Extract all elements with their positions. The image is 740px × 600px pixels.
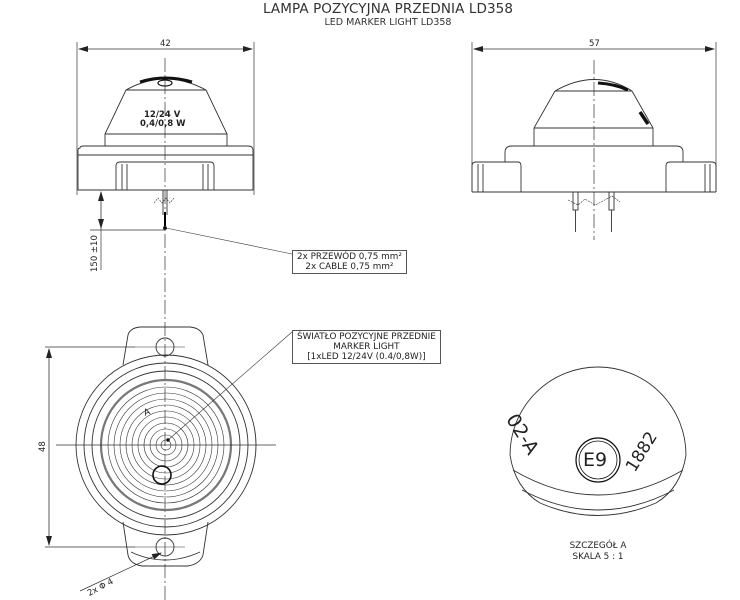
front-view bbox=[76, 42, 293, 600]
cable-note: 2x PRZEWÓD 0,75 mm² 2x CABLE 0,75 mm² bbox=[292, 250, 407, 274]
detail-a-label: SZCZEGÓŁ A SKALA 5 : 1 bbox=[548, 541, 648, 563]
detail-a bbox=[509, 366, 687, 516]
marker-light-note-polish: ŚWIATŁO POZYCYJNE PRZEDNIE bbox=[297, 332, 436, 342]
front-lens-power: 0,4/0,8 W bbox=[140, 119, 186, 129]
marker-light-note: ŚWIATŁO POZYCYJNE PRZEDNIE MARKER LIGHT … bbox=[292, 330, 441, 364]
cable-note-polish: 2x PRZEWÓD 0,75 mm² bbox=[297, 252, 402, 262]
marker-light-note-english: MARKER LIGHT bbox=[333, 342, 400, 352]
cable-note-english: 2x CABLE 0,75 mm² bbox=[305, 262, 394, 272]
detail-a-title: SZCZEGÓŁ A bbox=[569, 541, 627, 551]
marker-light-note-spec: [1xLED 12/24V (0.4/0,8W)] bbox=[307, 352, 426, 362]
front-lens-voltage: 12/24 V bbox=[144, 110, 181, 120]
side-width-dimension: 57 bbox=[589, 39, 600, 49]
drawing-title: LAMPA POZYCYJNA PRZEDNIA LD358 bbox=[262, 1, 514, 17]
cable-length-dimension: 150 ±10 bbox=[90, 235, 100, 272]
side-view bbox=[471, 42, 717, 240]
top-view bbox=[45, 326, 293, 592]
height-dimension: 48 bbox=[38, 441, 48, 452]
detail-emark: E9 bbox=[583, 449, 608, 471]
drawing-subtitle: LED MARKER LIGHT LD358 bbox=[324, 17, 452, 28]
detail-a-scale: SKALA 5 : 1 bbox=[572, 552, 624, 562]
front-width-dimension: 42 bbox=[160, 39, 171, 49]
